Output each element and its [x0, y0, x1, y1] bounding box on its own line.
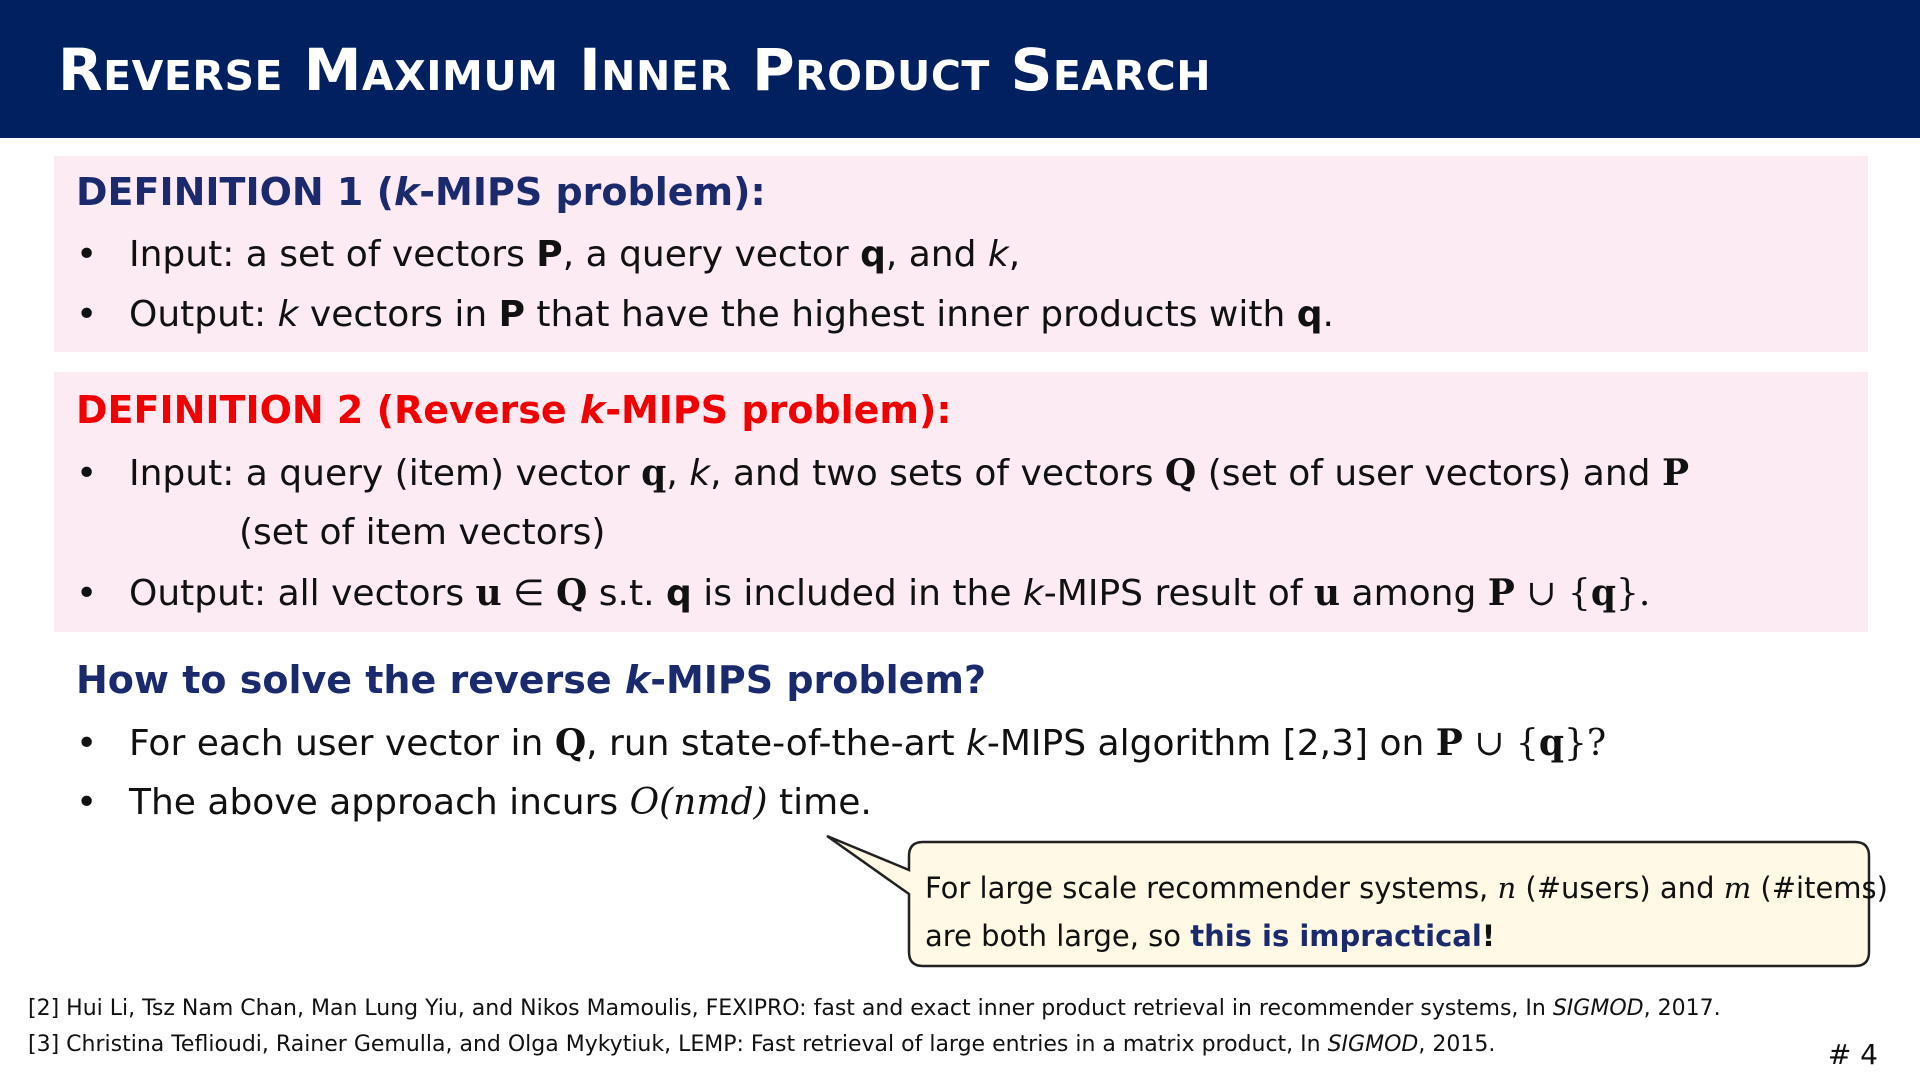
- page-number: # 4: [1827, 1038, 1878, 1071]
- definition-2-box: [54, 372, 1868, 632]
- definition-1-input: •Input: a set of vectors P, a query vect…: [76, 234, 1021, 275]
- title-bar: Reverse Maximum Inner Product Search: [0, 0, 1920, 138]
- definition-1-heading: DEFINITION 1 (k-MIPS problem):: [76, 170, 766, 214]
- callout-text: For large scale recommender systems, n (…: [925, 871, 1888, 953]
- slide-title: Reverse Maximum Inner Product Search: [58, 36, 1212, 104]
- reference-2: [2] Hui Li, Tsz Nam Chan, Man Lung Yiu, …: [28, 996, 1721, 1021]
- definition-1-output: •Output: k vectors in P that have the hi…: [76, 294, 1334, 335]
- solve-bullet-2: •The above approach incurs O(nmd) time.: [76, 782, 872, 823]
- definition-2-output: •Output: all vectors u ∈ Q s.t. q is inc…: [76, 572, 1651, 614]
- definition-1-box: [54, 156, 1868, 352]
- callout-shape: [826, 834, 1871, 968]
- solve-bullet-1: •For each user vector in Q, run state-of…: [76, 722, 1607, 764]
- definition-2-input: •Input: a query (item) vector q, k, and …: [76, 452, 1690, 494]
- callout-emphasis: this is impractical: [1190, 919, 1482, 953]
- callout-bubble: For large scale recommender systems, n (…: [826, 834, 1888, 968]
- definition-2-heading: DEFINITION 2 (Reverse k-MIPS problem):: [76, 388, 952, 432]
- solve-heading: How to solve the reverse k-MIPS problem?: [76, 658, 987, 702]
- definition-2-input-continued: (set of item vectors): [239, 512, 606, 553]
- reference-3: [3] Christina Teflioudi, Rainer Gemulla,…: [28, 1032, 1496, 1057]
